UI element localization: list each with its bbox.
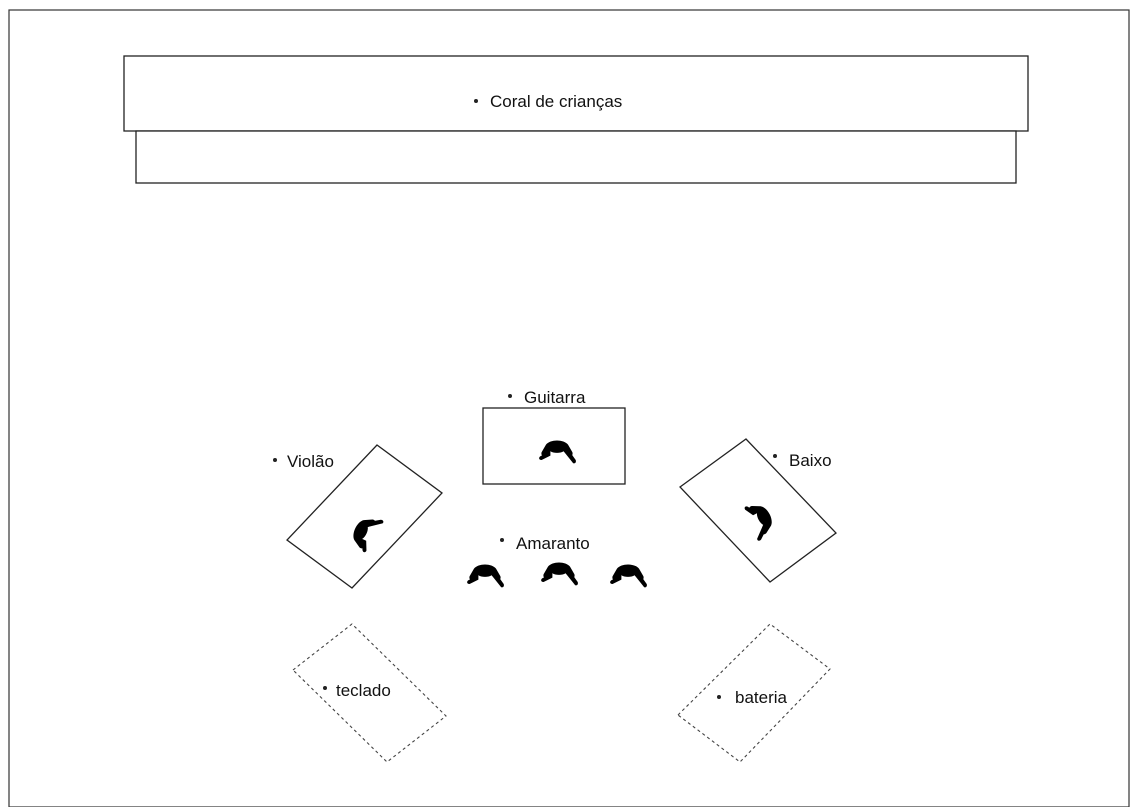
outer-frame: [8, 9, 1130, 807]
acoustic-guitar-label: Violão: [287, 452, 334, 471]
bullet: [474, 99, 478, 103]
drums-area: [677, 623, 831, 763]
singer-icon-right: [610, 564, 647, 588]
keyboard-position: teclado: [292, 623, 447, 763]
choir-label: Coral de crianças: [490, 92, 622, 111]
bullet: [717, 695, 721, 699]
bullet: [508, 394, 512, 398]
choir-riser-front: [135, 130, 1017, 184]
keyboard-area: [292, 623, 447, 763]
bullet: [273, 458, 277, 462]
singer-icon-center: [541, 562, 578, 586]
singer-icon-left: [467, 564, 504, 588]
drums-label: bateria: [735, 688, 788, 707]
acoustic-guitar-position: Violão: [273, 444, 443, 589]
drums-position: bateria: [677, 623, 831, 763]
bass-position: Baixo: [679, 438, 837, 583]
bullet: [500, 538, 504, 542]
bullet: [773, 454, 777, 458]
keyboard-label: teclado: [336, 681, 391, 700]
guitar-label: Guitarra: [524, 388, 586, 407]
singers-position: Amaranto: [467, 534, 647, 588]
singers-label: Amaranto: [516, 534, 590, 553]
bullet: [323, 686, 327, 690]
choir-riser: Coral de crianças: [123, 55, 1029, 184]
acoustic-guitar-platform: [286, 444, 443, 589]
guitar-position: Guitarra: [482, 388, 626, 485]
bass-label: Baixo: [789, 451, 832, 470]
